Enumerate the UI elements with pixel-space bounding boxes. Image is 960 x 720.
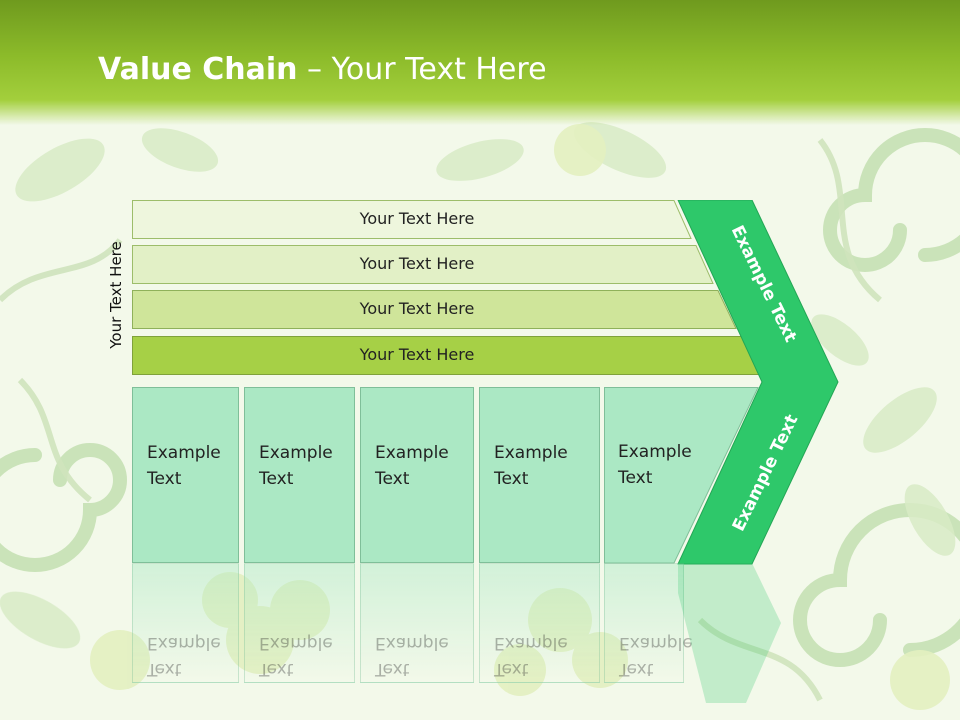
slide-title: Value Chain – Your Text Here [98,52,547,87]
primary-box-4-line1: Example [494,443,568,463]
support-band-3-label: Your Text Here [359,299,475,318]
primary-box-5-shape [604,387,759,564]
margin-chevron [677,200,839,565]
primary-box-1-line2: Text [147,469,182,489]
primary-box-2-line1: Example [259,443,333,463]
side-label: Your Text Here [104,230,128,360]
reflection-chevron [678,563,781,703]
primary-box-2-line2: Text [259,469,294,489]
title-bold: Value Chain [98,52,298,87]
support-band-4-label: Your Text Here [359,345,475,364]
title-rest: – Your Text Here [297,52,547,87]
primary-box-3-line1: Example [375,443,449,463]
primary-box-3-line2: Text [375,469,410,489]
primary-box-4-line2: Text [494,469,529,489]
primary-box-1-line1: Example [147,443,221,463]
header-bar [0,0,960,125]
primary-box-5-line1: Example [618,442,692,462]
support-band-1-label: Your Text Here [359,209,475,228]
side-label-text: Your Text Here [107,241,125,349]
support-band-2-label: Your Text Here [359,254,475,273]
primary-box-5-line2: Text [618,468,653,488]
